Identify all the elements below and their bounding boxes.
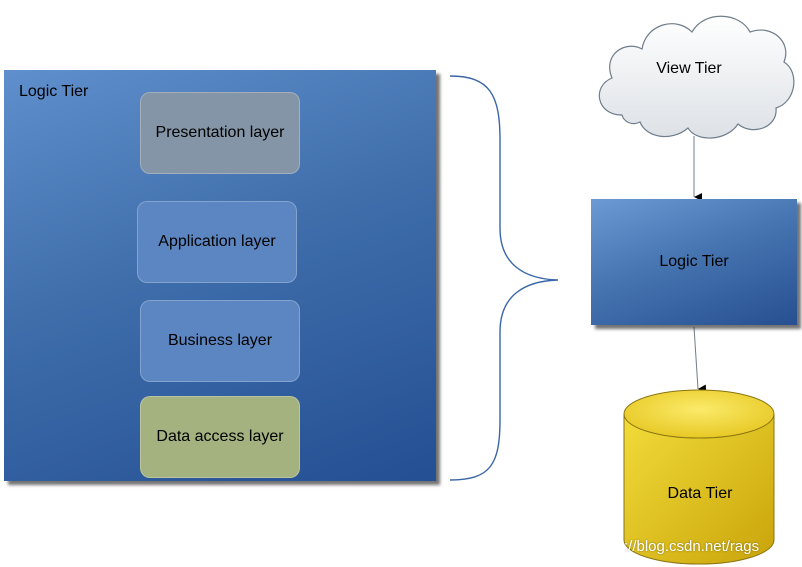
business-layer-label: Business layer xyxy=(167,332,273,349)
logic-tier-label: Logic Tier xyxy=(659,253,729,270)
application-layer-box: Application layer xyxy=(137,201,297,283)
business-layer-box: Business layer xyxy=(140,300,300,382)
presentation-layer-box: Presentation layer xyxy=(140,92,300,174)
view-tier-label: View Tier xyxy=(656,60,722,77)
logic-tier-detail-title: Logic Tier xyxy=(19,83,89,100)
data-access-layer-box: Data access layer xyxy=(140,396,300,478)
presentation-layer-label: Presentation layer xyxy=(155,124,285,141)
data-access-layer-label: Data access layer xyxy=(156,428,284,445)
arrow-logic-to-data xyxy=(693,326,707,393)
view-tier-cloud: View Tier xyxy=(598,15,795,139)
logic-tier-box: Logic Tier xyxy=(591,199,797,325)
logic-tier-detail-box: Logic Tier Presentation layer Applicatio… xyxy=(4,70,436,481)
application-layer-label: Application layer xyxy=(158,233,276,250)
data-tier-label: Data Tier xyxy=(668,485,734,502)
grouping-brace xyxy=(449,75,559,481)
watermark-text: ://blog.csdn.net/rags xyxy=(624,538,760,555)
data-tier-cylinder: Data Tier xyxy=(623,389,775,565)
